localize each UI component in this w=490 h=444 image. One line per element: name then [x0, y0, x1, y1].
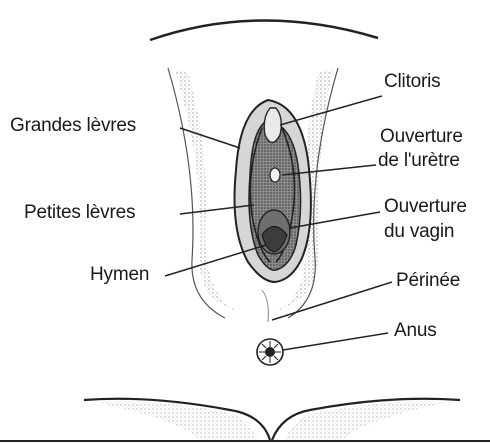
label-clitoris: Clitoris [384, 71, 440, 93]
leader-clitoris [280, 96, 382, 125]
label-petites-levres: Petites lèvres [24, 202, 135, 224]
pubic-curve [150, 20, 378, 40]
perineum-line [262, 290, 268, 322]
buttocks-shade-left [95, 401, 258, 440]
label-ouverture-vagin-1: Ouverture [384, 196, 467, 218]
leader-perinee [272, 282, 392, 320]
label-anus: Anus [394, 320, 437, 342]
buttocks-shade-right [284, 401, 450, 440]
left-thigh-line [168, 68, 225, 318]
label-ouverture-vagin-2: du vagin [384, 221, 454, 243]
label-ouverture-ureter-1: Ouverture [380, 126, 463, 148]
label-ouverture-ureter-2: de l'urètre [378, 150, 460, 172]
label-hymen: Hymen [90, 264, 149, 286]
label-grandes-levres: Grandes lèvres [10, 115, 136, 137]
label-perinee: Périnée [396, 270, 460, 292]
anus-center [265, 347, 275, 357]
bottom-border [0, 440, 490, 442]
urethra-shape [270, 168, 280, 182]
leader-anus [283, 333, 388, 350]
clitoris-shape [264, 108, 281, 143]
leader-grandes-levres [180, 128, 240, 148]
left-thigh-shade [175, 70, 240, 312]
